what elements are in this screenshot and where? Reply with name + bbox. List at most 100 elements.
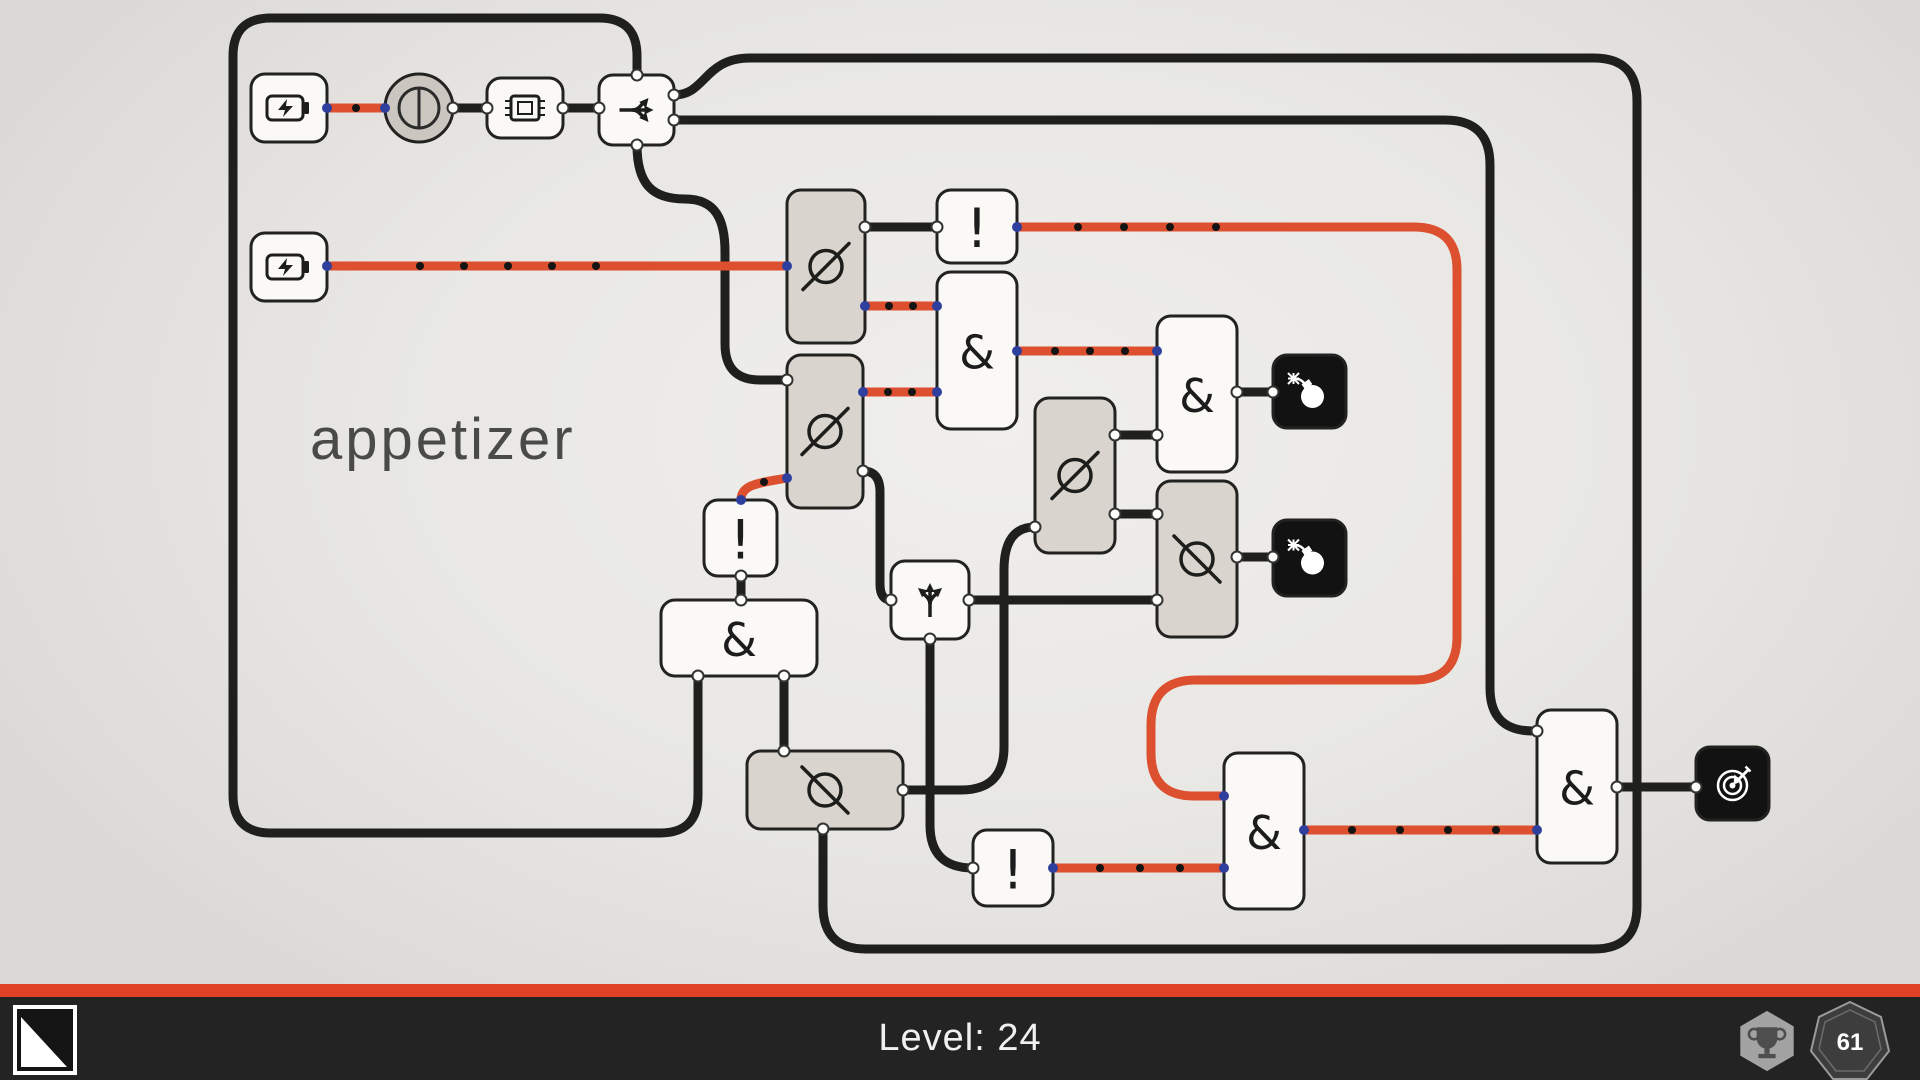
signal-dot	[1176, 864, 1184, 872]
node-bomb-top[interactable]	[1271, 353, 1348, 430]
node-and-bottom[interactable]: &	[1222, 751, 1306, 911]
connector-nub	[858, 220, 872, 234]
node-splitter-mid[interactable]	[889, 559, 971, 641]
connector-nub	[1689, 780, 1703, 794]
connector-nub	[630, 138, 644, 152]
node-switch-b[interactable]	[785, 353, 865, 510]
node-switch-c[interactable]	[1033, 396, 1117, 555]
signal-dot	[1121, 347, 1129, 355]
splitter-icon	[918, 583, 942, 617]
battery-icon	[265, 253, 309, 281]
connector-nub	[884, 593, 898, 607]
wire-feedback-loop	[228, 13, 703, 838]
powered-connector-dot	[1219, 791, 1229, 801]
logo-diagonal	[20, 1010, 72, 1068]
node-and-wide[interactable]: &	[659, 598, 819, 678]
signal-dot	[352, 104, 360, 112]
powered-connector-dot	[782, 473, 792, 483]
node-bomb-bottom[interactable]	[1271, 518, 1348, 598]
connector-nub	[930, 220, 944, 234]
connector-nub	[896, 783, 910, 797]
level-name-label: appetizer	[310, 407, 576, 472]
connector-nub	[1230, 385, 1244, 399]
connector-nub	[856, 464, 870, 478]
signal-dot	[1051, 347, 1059, 355]
connector-nub	[780, 373, 794, 387]
signal-dot	[1086, 347, 1094, 355]
wire-splitter-lower-run	[669, 115, 1542, 736]
signal-dot	[592, 262, 600, 270]
powered-connector-dot	[1299, 825, 1309, 835]
target-icon	[1716, 765, 1752, 802]
wire-not-top-long-red	[1012, 222, 1462, 801]
switch-icon	[800, 406, 850, 457]
node-not-top[interactable]: !	[935, 188, 1019, 265]
node-switch-d[interactable]	[1155, 479, 1239, 639]
connector-nub	[480, 101, 494, 115]
connector-nub	[1266, 385, 1280, 399]
trophy-icon[interactable]	[1736, 1008, 1798, 1074]
connector-nub	[1108, 507, 1122, 521]
wire-switch-e-to-switch-c	[898, 522, 1040, 795]
node-and-tall[interactable]: &	[935, 270, 1019, 431]
score-value: 61	[1837, 1029, 1864, 1056]
connector-nub	[734, 593, 748, 607]
powered-connector-dot	[860, 301, 870, 311]
connector-nub	[667, 113, 681, 127]
level-indicator: Level: 24	[878, 1017, 1042, 1059]
not-gate-label: !	[730, 509, 752, 572]
powered-connector-dot	[1048, 863, 1058, 873]
connector-nub	[777, 669, 791, 683]
node-target[interactable]	[1694, 745, 1771, 822]
connector-nub	[1108, 428, 1122, 442]
node-splitter-top[interactable]	[597, 73, 676, 147]
switch-icon	[800, 765, 850, 815]
connector-nub	[1266, 550, 1280, 564]
not-gate-label: !	[966, 197, 988, 260]
connector-nub	[446, 101, 460, 115]
powered-connector-dot	[782, 261, 792, 271]
connector-nub	[691, 669, 705, 683]
node-chip[interactable]	[485, 76, 565, 140]
node-switch-e[interactable]	[745, 749, 905, 831]
wire-splitter-mid-to-not-bottom	[925, 634, 978, 873]
signal-dot	[1444, 826, 1452, 834]
node-power-button[interactable]	[383, 72, 455, 144]
powered-connector-dot	[932, 301, 942, 311]
powered-connector-dot	[1012, 222, 1022, 232]
connector-nub	[667, 88, 681, 102]
battery-icon	[265, 94, 309, 122]
connector-nub	[1150, 593, 1164, 607]
node-not-bottom[interactable]: !	[971, 828, 1055, 908]
signal-dot	[908, 388, 916, 396]
signal-dot	[1136, 864, 1144, 872]
bomb-icon	[1287, 538, 1324, 575]
connector-nub	[816, 822, 830, 836]
not-gate-label: !	[1002, 839, 1024, 902]
signal-dot	[1348, 826, 1356, 834]
node-battery-top[interactable]	[249, 72, 329, 144]
score-badge-icon[interactable]: 61	[1808, 1000, 1892, 1080]
splitter-icon	[619, 98, 654, 122]
node-not-mid[interactable]: !	[702, 498, 779, 578]
app-logo-icon[interactable]	[12, 1004, 78, 1076]
node-and-right[interactable]: &	[1535, 708, 1619, 865]
powered-connector-dot	[1012, 346, 1022, 356]
node-battery-left[interactable]	[249, 231, 329, 303]
chip-icon	[505, 94, 545, 122]
signal-dot	[760, 478, 768, 486]
logo-triangle	[21, 1017, 67, 1067]
signal-dot	[460, 262, 468, 270]
accent-stripe	[0, 984, 1920, 997]
trophy-stem	[1764, 1047, 1770, 1054]
connector-nub	[630, 68, 644, 82]
connector-nub	[1150, 428, 1164, 442]
powered-connector-dot	[858, 387, 868, 397]
node-and-upper-right[interactable]: &	[1155, 314, 1239, 474]
signal-dot	[1096, 864, 1104, 872]
connector-nub	[1028, 520, 1042, 534]
connector-nub	[556, 101, 570, 115]
node-switch-a[interactable]	[785, 188, 867, 345]
